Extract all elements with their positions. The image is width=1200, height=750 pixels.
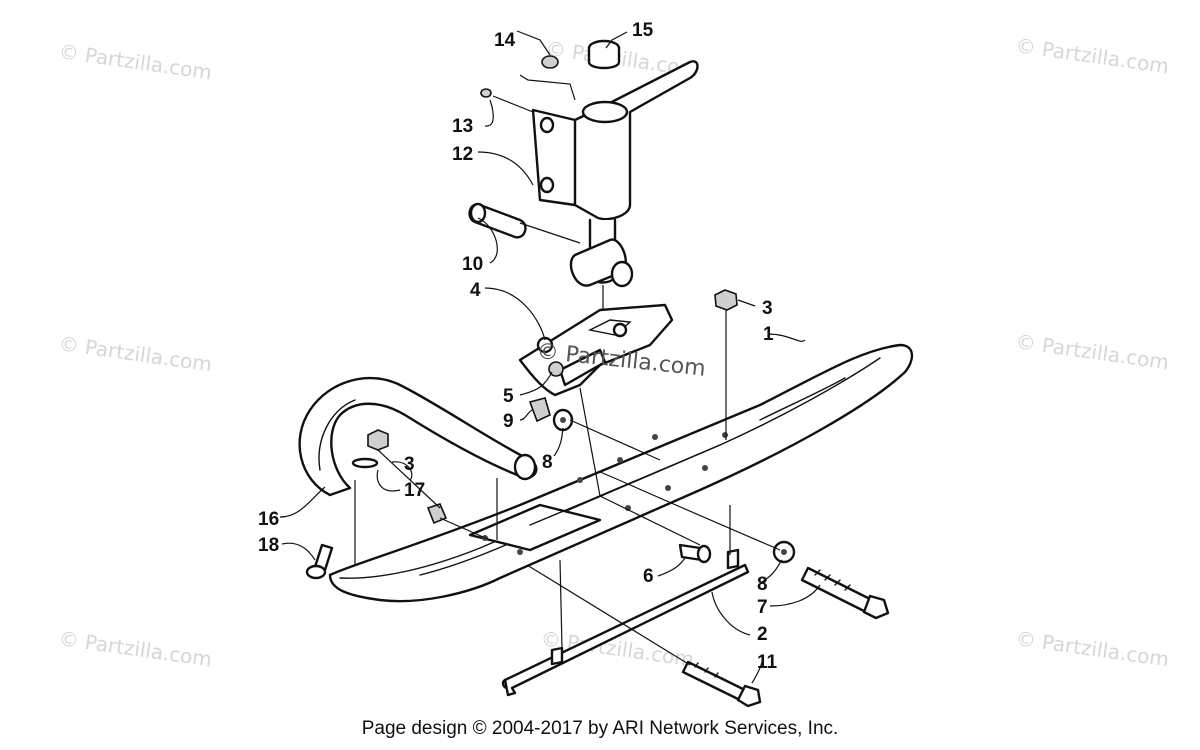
callout-6: 6 (643, 566, 654, 587)
cap-part-14 (587, 39, 621, 70)
bushing-part-10 (468, 202, 527, 239)
watermark-top-right: © Partzilla.com (1014, 33, 1170, 78)
callout-18: 11 (757, 652, 778, 673)
bolt-part-6 (678, 543, 712, 564)
callout-9: 9 (503, 411, 514, 432)
callout-14: 15 (632, 20, 654, 41)
callout-17: 18 (258, 535, 279, 556)
callout-16: 17 (404, 480, 425, 501)
callout-13: 14 (494, 30, 516, 51)
wear-bar-part-2 (501, 548, 750, 697)
bolt-part-7 (800, 566, 890, 620)
leader-lines (279, 30, 821, 684)
callout-10: 10 (462, 254, 483, 275)
callout-labels: 14 15 13 12 10 4 3 1 5 9 8 3 17 16 18 6 … (258, 20, 778, 673)
callout-4: 4 (470, 280, 481, 301)
ski-part-1 (328, 343, 914, 603)
callout-8-lower: 8 (757, 574, 768, 595)
callout-15: 16 (258, 509, 279, 530)
washer-part-8-upper (552, 408, 574, 432)
bolt-part-18 (681, 660, 762, 708)
bushing-part-3-lower (426, 503, 448, 525)
spacer-part-5 (548, 361, 564, 377)
watermark-top-left: © Partzilla.com (57, 39, 213, 84)
callout-12: 13 (452, 116, 473, 137)
watermark-mid-left: © Partzilla.com (57, 331, 213, 376)
callout-11: 12 (452, 144, 473, 165)
ski-handle-part-15 (298, 377, 538, 497)
watermark-bottom-right: © Partzilla.com (1014, 626, 1170, 671)
callout-2: 2 (757, 624, 768, 645)
set-screw-part-12 (480, 88, 492, 98)
callout-5: 5 (503, 386, 514, 407)
callout-7: 7 (757, 597, 768, 618)
nut-part-13 (541, 55, 559, 69)
watermark-bottom-left: © Partzilla.com (57, 626, 213, 671)
spindle-housing-part-11 (531, 60, 699, 288)
callout-3-left: 3 (404, 454, 415, 475)
nut-part-3-top (714, 289, 738, 311)
bolt-part-17 (305, 543, 334, 580)
callout-8-upper: 8 (542, 452, 553, 473)
footer-copyright: Page design © 2004-2017 by ARI Network S… (361, 718, 839, 739)
washer-part-16 (351, 457, 379, 469)
washer-part-8-lower (772, 540, 796, 564)
callout-1: 1 (763, 324, 774, 345)
bushing-part-9 (528, 397, 551, 423)
callout-3-top: 3 (762, 298, 773, 319)
watermark-mid-right: © Partzilla.com (1014, 329, 1170, 374)
nut-part-3-left (367, 429, 389, 451)
